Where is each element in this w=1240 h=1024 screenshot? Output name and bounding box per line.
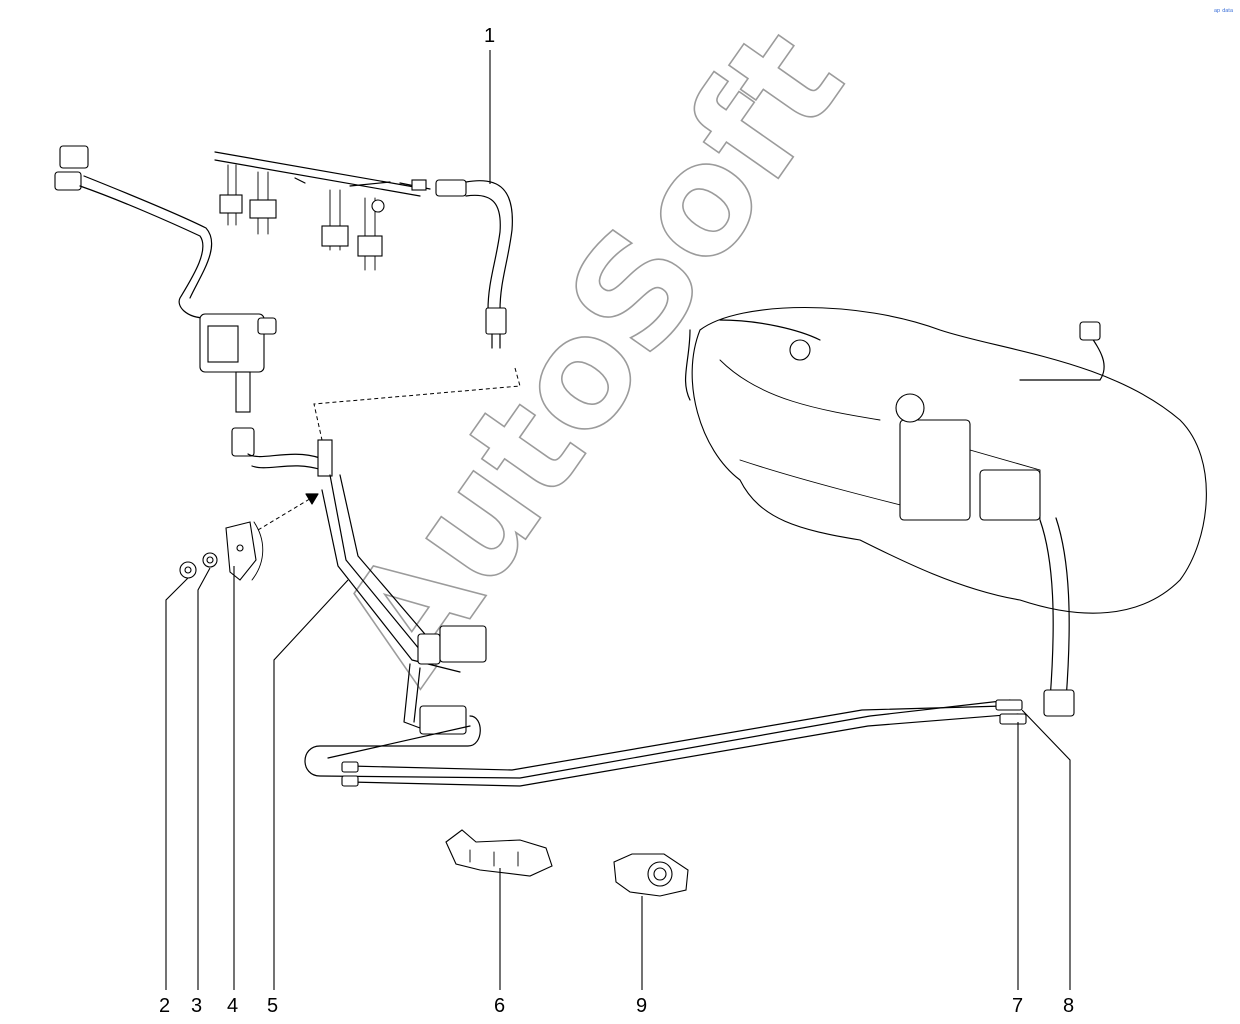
pressure-regulator — [199, 313, 277, 413]
callout-9: 9 — [636, 995, 647, 1017]
callout-2: 2 — [159, 995, 170, 1017]
mounting-parts — [179, 493, 319, 581]
leader-lines — [165, 50, 1071, 990]
corner-mark: ᵃᵖ ᵈᵃᵗᵃ — [1214, 7, 1234, 16]
wiring-harness-left — [54, 145, 213, 319]
fuel-rail-assembly — [214, 151, 431, 271]
fuel-pipe-part-5 — [231, 427, 487, 735]
clip-part-6 — [445, 829, 553, 877]
callout-5: 5 — [267, 995, 278, 1017]
callout-6: 6 — [494, 995, 505, 1017]
callout-4: 4 — [227, 995, 238, 1017]
callout-7: 7 — [1012, 995, 1023, 1017]
callout-1: 1 — [484, 25, 495, 47]
connection-dashed-line — [313, 367, 521, 441]
callout-3: 3 — [191, 995, 202, 1017]
fuel-hose-part-1 — [435, 179, 513, 349]
callout-8: 8 — [1063, 995, 1074, 1017]
fuel-lines-part-7-8 — [304, 699, 1027, 787]
clamp-part-9 — [613, 853, 689, 897]
fuel-tank — [684, 306, 1207, 717]
